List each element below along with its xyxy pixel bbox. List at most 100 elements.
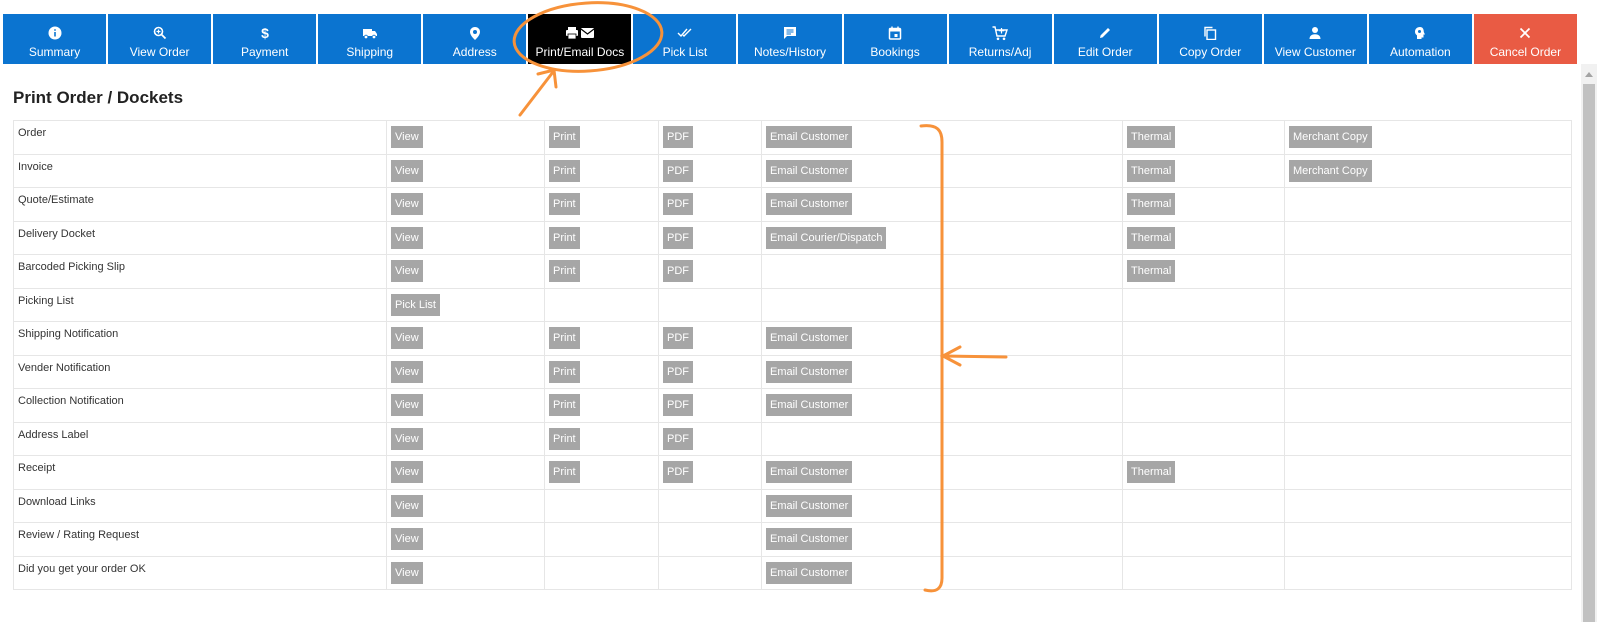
view-button-did-you-get-your-order-ok[interactable]: View bbox=[391, 561, 423, 584]
annotation-arrow-up bbox=[518, 68, 558, 117]
email-customer-button-shipping-notification[interactable]: Email Customer bbox=[766, 327, 853, 350]
pdf-button-quote-estimate[interactable]: PDF bbox=[663, 193, 693, 216]
pick-list-button[interactable]: Pick List bbox=[633, 14, 737, 64]
shipping-button[interactable]: Shipping bbox=[318, 14, 422, 64]
table-cell: Print bbox=[544, 321, 659, 356]
summary-button[interactable]: Summary bbox=[3, 14, 107, 64]
scrollbar-thumb[interactable] bbox=[1583, 84, 1595, 622]
view-order-button[interactable]: View Order bbox=[108, 14, 212, 64]
view-customer-button[interactable]: View Customer bbox=[1263, 14, 1367, 64]
thermal-button-order[interactable]: Thermal bbox=[1127, 126, 1176, 149]
table-cell bbox=[1122, 321, 1285, 356]
dollar-icon: $ bbox=[258, 25, 272, 41]
view-button-barcoded-picking-slip[interactable]: View bbox=[391, 260, 423, 283]
thermal-button-barcoded-picking-slip[interactable]: Thermal bbox=[1127, 260, 1176, 283]
print-email-docs-button[interactable]: Print/Email Docs bbox=[528, 14, 632, 64]
thermal-button-quote-estimate[interactable]: Thermal bbox=[1127, 193, 1176, 216]
pdf-button-address-label[interactable]: PDF bbox=[663, 427, 693, 450]
thermal-button-delivery-docket[interactable]: Thermal bbox=[1127, 226, 1176, 249]
merchant-copy-button-order[interactable]: Merchant Copy bbox=[1289, 126, 1372, 149]
email-courier-button-delivery-docket[interactable]: Email Courier/Dispatch bbox=[766, 226, 887, 249]
address-button[interactable]: Address bbox=[423, 14, 527, 64]
email-customer-button-invoice[interactable]: Email Customer bbox=[766, 159, 853, 182]
table-cell: PDF bbox=[658, 153, 762, 188]
table-cell bbox=[1284, 455, 1572, 490]
print-button-quote-estimate[interactable]: Print bbox=[549, 193, 580, 216]
pick-list-button-picking-list[interactable]: Pick List bbox=[391, 293, 440, 316]
table-cell: View bbox=[386, 120, 545, 155]
email-customer-button-download-links[interactable]: Email Customer bbox=[766, 494, 853, 517]
table-cell: Print bbox=[544, 187, 659, 222]
bookings-button[interactable]: Bookings bbox=[843, 14, 947, 64]
row-label: Shipping Notification bbox=[13, 321, 387, 356]
table-cell bbox=[1122, 287, 1285, 322]
automation-button[interactable]: Automation bbox=[1368, 14, 1472, 64]
thermal-button-invoice[interactable]: Thermal bbox=[1127, 159, 1176, 182]
print-email-docs-label: Print/Email Docs bbox=[535, 45, 625, 59]
email-customer-button-did-you-get-your-order-ok[interactable]: Email Customer bbox=[766, 561, 853, 584]
table-cell: PDF bbox=[658, 421, 762, 456]
note-icon bbox=[783, 25, 797, 41]
view-button-collection-notification[interactable]: View bbox=[391, 394, 423, 417]
print-button-receipt[interactable]: Print bbox=[549, 461, 580, 484]
table-cell bbox=[761, 287, 1123, 322]
table-cell: Email Customer bbox=[761, 120, 1123, 155]
view-button-quote-estimate[interactable]: View bbox=[391, 193, 423, 216]
view-button-invoice[interactable]: View bbox=[391, 159, 423, 182]
print-button-address-label[interactable]: Print bbox=[549, 427, 580, 450]
table-cell: Email Customer bbox=[761, 555, 1123, 590]
print-button-vender-notification[interactable]: Print bbox=[549, 360, 580, 383]
returns-adj-button[interactable]: Returns/Adj bbox=[948, 14, 1052, 64]
pdf-button-order[interactable]: PDF bbox=[663, 126, 693, 149]
row-label: Receipt bbox=[13, 455, 387, 490]
view-button-delivery-docket[interactable]: View bbox=[391, 226, 423, 249]
view-button-review-rating-request[interactable]: View bbox=[391, 528, 423, 551]
table-cell bbox=[1284, 522, 1572, 557]
payment-button[interactable]: $ Payment bbox=[213, 14, 317, 64]
cancel-order-button[interactable]: Cancel Order bbox=[1473, 14, 1577, 64]
scroll-up-arrow-icon[interactable] bbox=[1585, 72, 1593, 77]
email-customer-button-collection-notification[interactable]: Email Customer bbox=[766, 394, 853, 417]
view-button-address-label[interactable]: View bbox=[391, 427, 423, 450]
table-cell: Email Customer bbox=[761, 455, 1123, 490]
view-button-download-links[interactable]: View bbox=[391, 494, 423, 517]
print-button-collection-notification[interactable]: Print bbox=[549, 394, 580, 417]
email-customer-button-review-rating-request[interactable]: Email Customer bbox=[766, 528, 853, 551]
pdf-button-delivery-docket[interactable]: PDF bbox=[663, 226, 693, 249]
table-cell bbox=[1284, 555, 1572, 590]
table-cell: Email Customer bbox=[761, 488, 1123, 523]
row-label: Picking List bbox=[13, 287, 387, 322]
edit-order-button[interactable]: Edit Order bbox=[1053, 14, 1157, 64]
view-button-order[interactable]: View bbox=[391, 126, 423, 149]
merchant-copy-button-invoice[interactable]: Merchant Copy bbox=[1289, 159, 1372, 182]
row-label: Quote/Estimate bbox=[13, 187, 387, 222]
print-button-order[interactable]: Print bbox=[549, 126, 580, 149]
view-button-vender-notification[interactable]: View bbox=[391, 360, 423, 383]
email-customer-button-order[interactable]: Email Customer bbox=[766, 126, 853, 149]
double-check-icon bbox=[677, 25, 693, 41]
table-cell: Merchant Copy bbox=[1284, 120, 1572, 155]
print-button-shipping-notification[interactable]: Print bbox=[549, 327, 580, 350]
cart-icon bbox=[992, 25, 1009, 41]
thermal-button-receipt[interactable]: Thermal bbox=[1127, 461, 1176, 484]
copy-order-button[interactable]: Copy Order bbox=[1158, 14, 1262, 64]
table-cell: View bbox=[386, 421, 545, 456]
vertical-scrollbar[interactable] bbox=[1581, 64, 1597, 622]
print-button-invoice[interactable]: Print bbox=[549, 159, 580, 182]
pdf-button-vender-notification[interactable]: PDF bbox=[663, 360, 693, 383]
pdf-button-shipping-notification[interactable]: PDF bbox=[663, 327, 693, 350]
pdf-button-barcoded-picking-slip[interactable]: PDF bbox=[663, 260, 693, 283]
notes-history-button[interactable]: Notes/History bbox=[738, 14, 842, 64]
table-cell bbox=[544, 555, 659, 590]
pdf-button-invoice[interactable]: PDF bbox=[663, 159, 693, 182]
pdf-button-collection-notification[interactable]: PDF bbox=[663, 394, 693, 417]
email-customer-button-receipt[interactable]: Email Customer bbox=[766, 461, 853, 484]
pdf-button-receipt[interactable]: PDF bbox=[663, 461, 693, 484]
payment-label: Payment bbox=[240, 45, 289, 59]
email-customer-button-vender-notification[interactable]: Email Customer bbox=[766, 360, 853, 383]
view-button-receipt[interactable]: View bbox=[391, 461, 423, 484]
email-customer-button-quote-estimate[interactable]: Email Customer bbox=[766, 193, 853, 216]
print-button-barcoded-picking-slip[interactable]: Print bbox=[549, 260, 580, 283]
print-button-delivery-docket[interactable]: Print bbox=[549, 226, 580, 249]
view-button-shipping-notification[interactable]: View bbox=[391, 327, 423, 350]
